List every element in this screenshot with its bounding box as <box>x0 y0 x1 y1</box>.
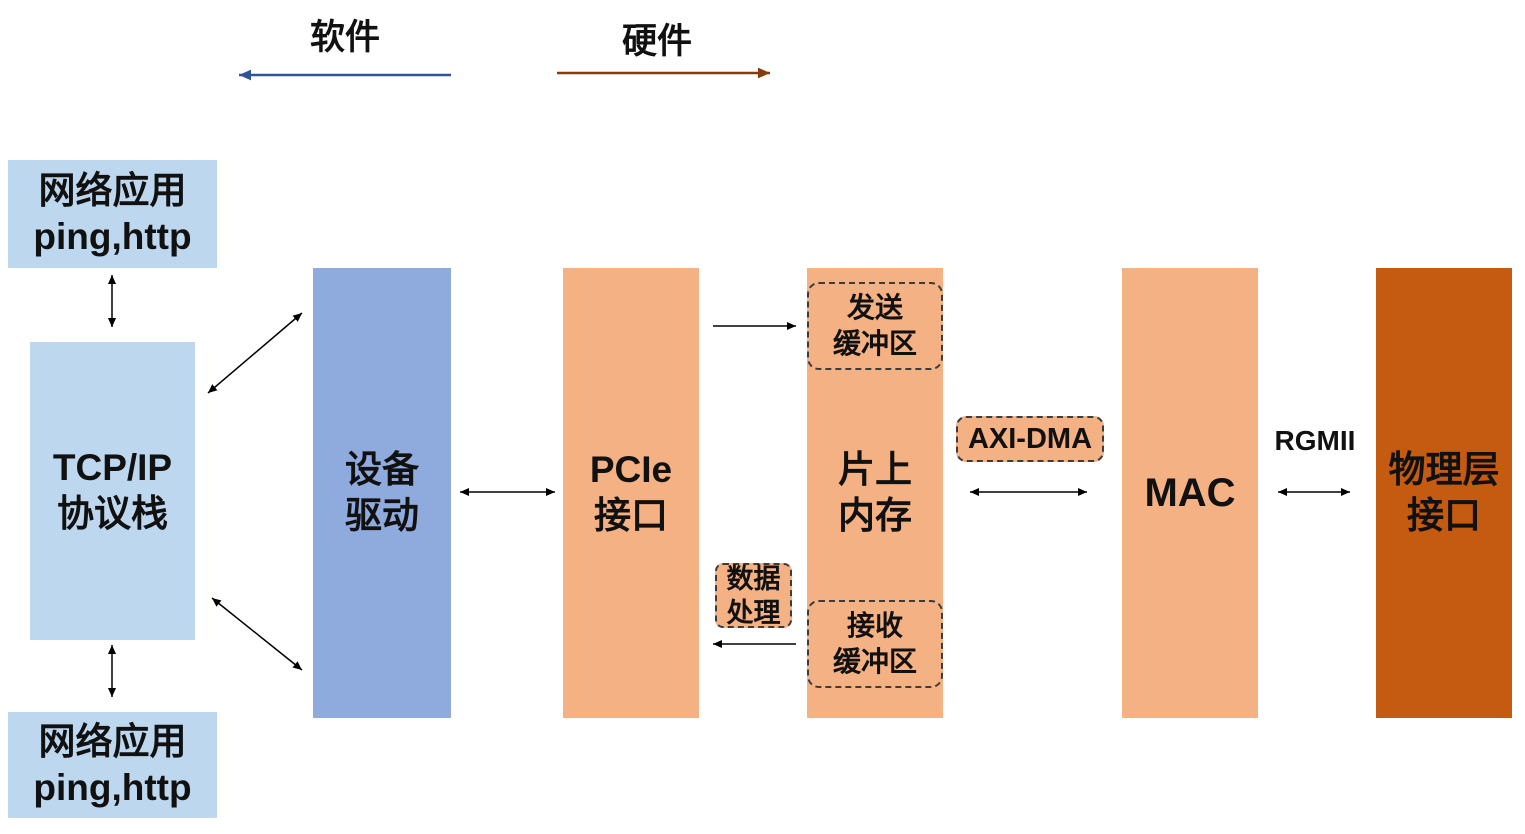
tcpip-driver-lower-arrow <box>211 597 303 671</box>
software-legend-label: 软件 <box>295 15 395 61</box>
hardware-legend-label: 硬件 <box>607 19 707 65</box>
data-processing-line1: 数据 <box>726 563 781 594</box>
tcpip-stack-box: TCP/IP 协议栈 <box>30 342 195 640</box>
phy-interface-line1: 物理层 <box>1388 449 1500 490</box>
rx-buffer-line1: 接收 <box>846 610 903 641</box>
network-app-bottom-box: 网络应用 ping,http <box>8 712 217 818</box>
rgmii-label-box: RGMII <box>1262 420 1368 462</box>
tcpip-stack-line1: TCP/IP <box>52 447 173 488</box>
axi-dma-label: AXI-DMA <box>967 423 1093 455</box>
phy-interface-line2: 接口 <box>1407 495 1481 536</box>
mac-label: MAC <box>1144 471 1236 515</box>
onchip-memory-line1: 片上 <box>838 449 912 490</box>
rgmii-label: RGMII <box>1274 425 1356 456</box>
network-app-bottom-title: 网络应用 <box>38 721 187 762</box>
network-app-bottom-subtitle: ping,http <box>33 767 192 808</box>
pcie-interface-line1: PCIe <box>589 449 673 490</box>
tcpip-driver-upper-arrow <box>207 312 303 394</box>
pcie-interface-line2: 接口 <box>594 495 668 536</box>
rx-buffer-box: 接收 缓冲区 <box>807 600 943 688</box>
tx-buffer-line1: 发送 <box>846 292 903 323</box>
hardware-legend-text: 硬件 <box>621 22 692 61</box>
network-app-top-title: 网络应用 <box>38 170 187 211</box>
device-driver-line2: 驱动 <box>345 495 419 536</box>
device-driver-box: 设备 驱动 <box>313 268 451 718</box>
phy-interface-box: 物理层 接口 <box>1376 268 1512 718</box>
pcie-interface-box: PCIe 接口 <box>563 268 699 718</box>
device-driver-line1: 设备 <box>345 449 419 490</box>
rx-buffer-line2: 缓冲区 <box>832 646 917 677</box>
tx-buffer-line2: 缓冲区 <box>832 328 917 359</box>
software-legend-text: 软件 <box>309 18 380 57</box>
network-app-top-subtitle: ping,http <box>33 216 192 257</box>
mac-box: MAC <box>1122 268 1258 718</box>
axi-dma-box: AXI-DMA <box>956 416 1104 462</box>
data-processing-box: 数据 处理 <box>715 563 792 628</box>
tx-buffer-box: 发送 缓冲区 <box>807 282 943 370</box>
tcpip-stack-line2: 协议栈 <box>57 493 168 534</box>
data-processing-line2: 处理 <box>726 597 781 628</box>
network-app-top-box: 网络应用 ping,http <box>8 160 217 268</box>
onchip-memory-line2: 内存 <box>838 495 912 536</box>
